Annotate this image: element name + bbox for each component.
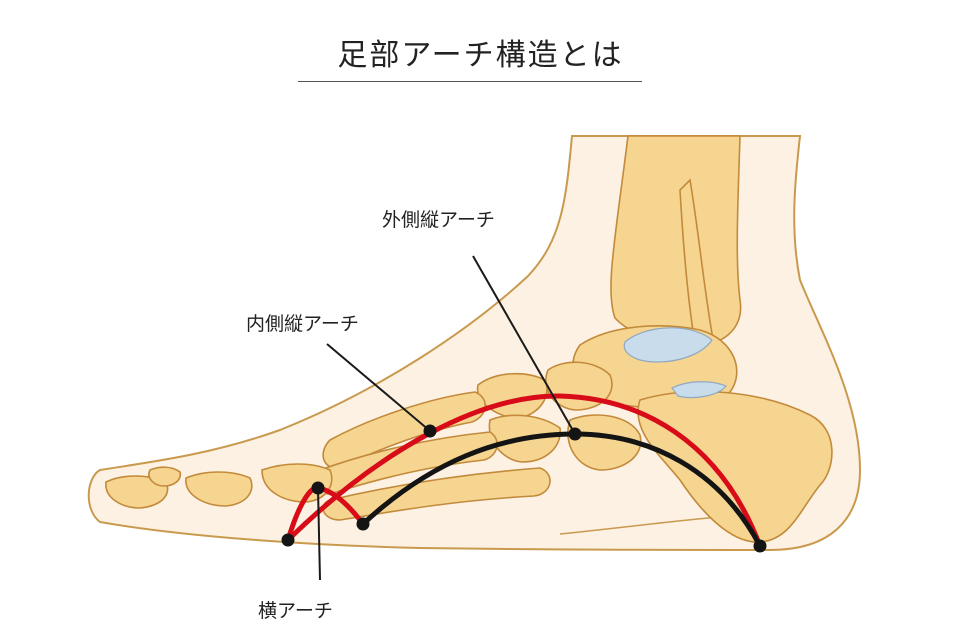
page-title: 足部アーチ構造とは: [337, 38, 624, 73]
first-metatarsal-head-point: [281, 533, 295, 547]
phalanx-bone-2: [185, 471, 253, 507]
transverse-arch-leader: [317, 487, 321, 581]
cuboid-bone: [567, 414, 642, 471]
calcaneus-point: [753, 539, 767, 553]
subtalar-cartilage: [671, 381, 727, 399]
ankle-cartilage: [623, 327, 713, 363]
leader-lines: [317, 255, 576, 581]
medial-arch-leader: [326, 343, 431, 432]
lateral-arch-label: 外側縦アーチ: [382, 209, 495, 231]
tibia-bone: [610, 135, 742, 347]
medial-arch-label: 内側縦アーチ: [246, 313, 359, 335]
lateral-arch-apex-point: [568, 427, 582, 441]
fifth-metatarsal-head-point: [356, 517, 370, 531]
transverse-arch-label: 横アーチ: [258, 600, 333, 622]
medial-arch-marker-point: [423, 424, 437, 438]
joint-cartilage: [623, 327, 727, 399]
phalanx-bone-3: [105, 475, 169, 509]
phalanx-bone-4: [148, 466, 182, 487]
lateral-arch-leader: [472, 255, 576, 435]
medial-longitudinal-arch-line: [285, 393, 763, 549]
transverse-arch-marker-point: [311, 481, 325, 495]
arch-points: [281, 424, 767, 553]
calcaneus-bone: [637, 390, 833, 543]
title-underline: [298, 81, 642, 82]
